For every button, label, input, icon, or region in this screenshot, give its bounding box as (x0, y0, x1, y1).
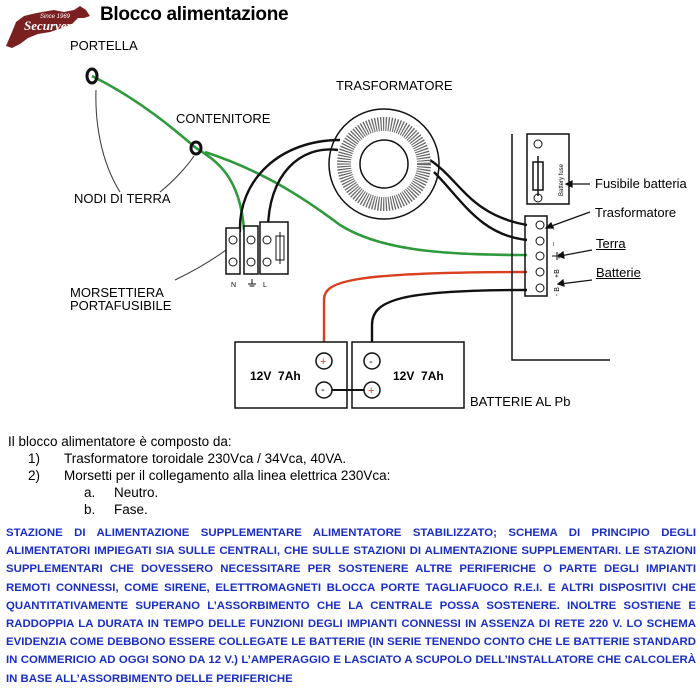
intro-subitem-b-text: Fase. (114, 502, 148, 517)
svg-text:-: - (321, 384, 325, 396)
ground-node-contenitore (189, 140, 203, 156)
intro-heading: Il blocco alimentatore è composto da: (8, 434, 232, 449)
black-wire-transformer-a (266, 148, 339, 231)
description-note: STAZIONE DI ALIMENTAZIONE SUPPLEMENTARE … (6, 527, 696, 685)
logo-animal-shape (6, 6, 90, 48)
red-wire-battery-plus (322, 270, 528, 360)
svg-text:+: + (320, 356, 326, 368)
black-wire-battery-minus (370, 288, 528, 360)
svg-text:+: + (368, 385, 374, 397)
label-portella: PORTELLA (70, 38, 138, 53)
page-title: Blocco alimentazione (100, 4, 289, 25)
toroidal-transformer (328, 108, 440, 220)
board-screws (533, 139, 545, 293)
label-fusibile-batteria: Fusibile batteria (595, 176, 687, 191)
terminal-l-label: L (263, 282, 267, 289)
green-wire-portella (91, 74, 197, 149)
battery-1-label: 12V 7Ah (250, 369, 301, 383)
ground-node-portella (85, 67, 99, 85)
pin-minus-b: - B (554, 287, 561, 296)
label-trasformatore-right: Trasformatore (595, 205, 677, 220)
securvera-logo: Since 1969 Securvera (6, 6, 90, 48)
battery-2-label: 12V 7Ah (393, 369, 444, 383)
green-wire-contenitore-to-block (195, 146, 246, 231)
intro-subitem-b: b. Fase. (8, 501, 390, 518)
label-terra: Terra (596, 236, 626, 251)
green-wires (91, 74, 528, 257)
green-wire-to-terra (204, 150, 528, 257)
label-trasformatore: TRASFORMATORE (336, 78, 453, 93)
intro-item-2-num: 2) (28, 468, 41, 483)
terminal-n-label: N (231, 282, 236, 289)
black-wire-transformer-b (238, 138, 341, 233)
pin-tilde-1: ~ (551, 226, 558, 230)
svg-text:-: - (369, 356, 373, 368)
pin-plus-b: +B (554, 269, 561, 278)
pointer-lines (95, 89, 227, 281)
power-board (511, 133, 610, 361)
logo-top-text: Since 1969 (40, 14, 71, 20)
intro-subitem-b-num: b. (84, 502, 96, 517)
intro-item-1-text: Trasformatore toroidale 230Vca / 34Vca, … (64, 451, 347, 466)
intro-subitem-a-num: a. (84, 485, 96, 500)
battery-fuse-label: Battery fuse (559, 163, 565, 196)
label-batterie-al-pb: BATTERIE AL Pb (470, 394, 571, 409)
pin-tilde-2: ~ (551, 242, 558, 246)
intro-item-2-text: Morsetti per il collegamento alla linea … (64, 468, 391, 483)
label-portafusibile: PORTAFUSIBILE (70, 298, 172, 313)
terminal-ground-symbol (248, 279, 256, 287)
terminal-block (225, 221, 289, 275)
logo-brand-text: Securvera (24, 18, 79, 33)
label-morsettiera: MORSETTIERA (70, 285, 164, 300)
label-contenitore: CONTENITORE (176, 111, 271, 126)
intro-item-1: 1) Trasformatore toroidale 230Vca / 34Vca… (8, 450, 390, 467)
intro-item-2: 2) Morsetti per il collegamento alla line… (8, 467, 390, 484)
pointer-arrows (544, 180, 593, 287)
power-block-diagram: N L Battery fuse ~ ~ +B - B + - (85, 67, 610, 409)
battery-1: + - (234, 341, 348, 409)
intro-item-1-num: 1) (28, 451, 41, 466)
intro-subitem-a-text: Neutro. (114, 485, 159, 500)
label-nodi-di-terra: NODI DI TERRA (74, 191, 171, 206)
label-batterie: Batterie (596, 265, 641, 280)
intro-section: Il blocco alimentatore è composto da: 1)… (8, 433, 390, 518)
intro-subitem-a: a. Neutro. (8, 484, 390, 501)
battery-2: - + (351, 341, 465, 409)
